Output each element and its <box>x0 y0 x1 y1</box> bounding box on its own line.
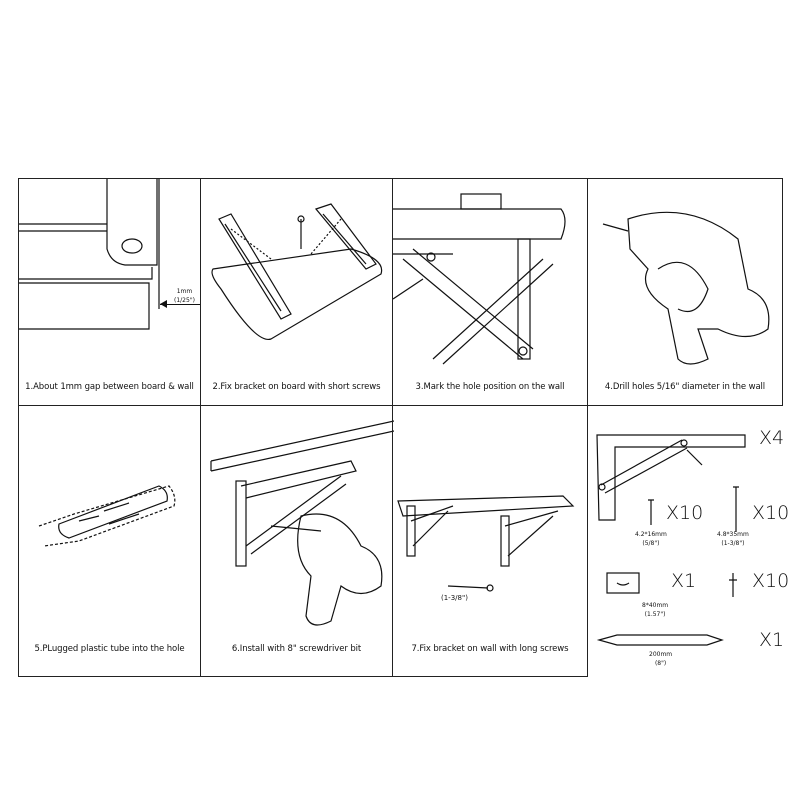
parts-list: X4 X10 4.2*16mm(5/8") X10 4.8*35mm(1-3/8… <box>587 405 800 677</box>
drill-illustration <box>602 211 770 365</box>
wall-plug-qty: X10 <box>752 570 790 592</box>
gap-arrowhead-icon <box>160 300 167 308</box>
long-screw-qty: X10 <box>752 502 790 524</box>
short-screw-qty: X10 <box>666 502 704 524</box>
step-4-caption: 4.Drill holes 5/16" diameter in the wall <box>604 382 766 392</box>
step-3-caption: 3.Mark the hole position on the wall <box>415 382 565 392</box>
step-5-caption: 5.PLugged plastic tube into the hole <box>34 644 185 654</box>
wall-mount-illustration <box>397 495 575 592</box>
screwdriver-bit-size: 200mm(8") <box>649 651 673 667</box>
long-screw-size: 4.8*35mm(1-3/8") <box>717 531 749 547</box>
step-3-panel: 3.Mark the hole position on the wall <box>392 178 588 406</box>
gap-arrow-icon <box>160 304 200 305</box>
step-1-panel: 1mm(1/25") 1.About 1mm gap between board… <box>18 178 201 406</box>
spirit-level-size: 8*40mm(1.57") <box>642 602 669 618</box>
step-6-caption: 6.Install with 8" screwdriver bit <box>231 644 362 654</box>
step-1-caption: 1.About 1mm gap between board & wall <box>25 382 194 392</box>
long-screw-size-label: (1-3/8") <box>441 594 468 602</box>
step-6-panel: 6.Install with 8" screwdriver bit <box>200 405 394 677</box>
screwdriver-install-illustration <box>210 420 394 626</box>
step-5-panel: 5.PLugged plastic tube into the hole <box>18 405 201 677</box>
mark-hole-illustration <box>393 193 566 365</box>
step-4-panel: 4.Drill holes 5/16" diameter in the wall <box>587 178 783 406</box>
bracket-on-board-illustration <box>211 203 383 340</box>
step-7-caption: 7.Fix bracket on wall with long screws <box>411 644 569 654</box>
spirit-level-qty: X1 <box>671 570 697 592</box>
short-screw-size: 4.2*16mm(5/8") <box>635 531 667 547</box>
board-gap-illustration <box>19 179 160 330</box>
step-2-caption: 2.Fix bracket on board with short screws <box>212 382 381 392</box>
gap-label: 1mm(1/25") <box>174 288 195 304</box>
step-7-panel: (1-3/8") 7.Fix bracket on wall with long… <box>392 405 588 677</box>
wall-plug-illustration <box>38 485 176 547</box>
parts-illustrations <box>596 434 746 646</box>
step-2-panel: 2.Fix bracket on board with short screws <box>200 178 393 406</box>
screwdriver-bit-qty: X1 <box>759 629 785 651</box>
bracket-qty: X4 <box>759 427 785 449</box>
